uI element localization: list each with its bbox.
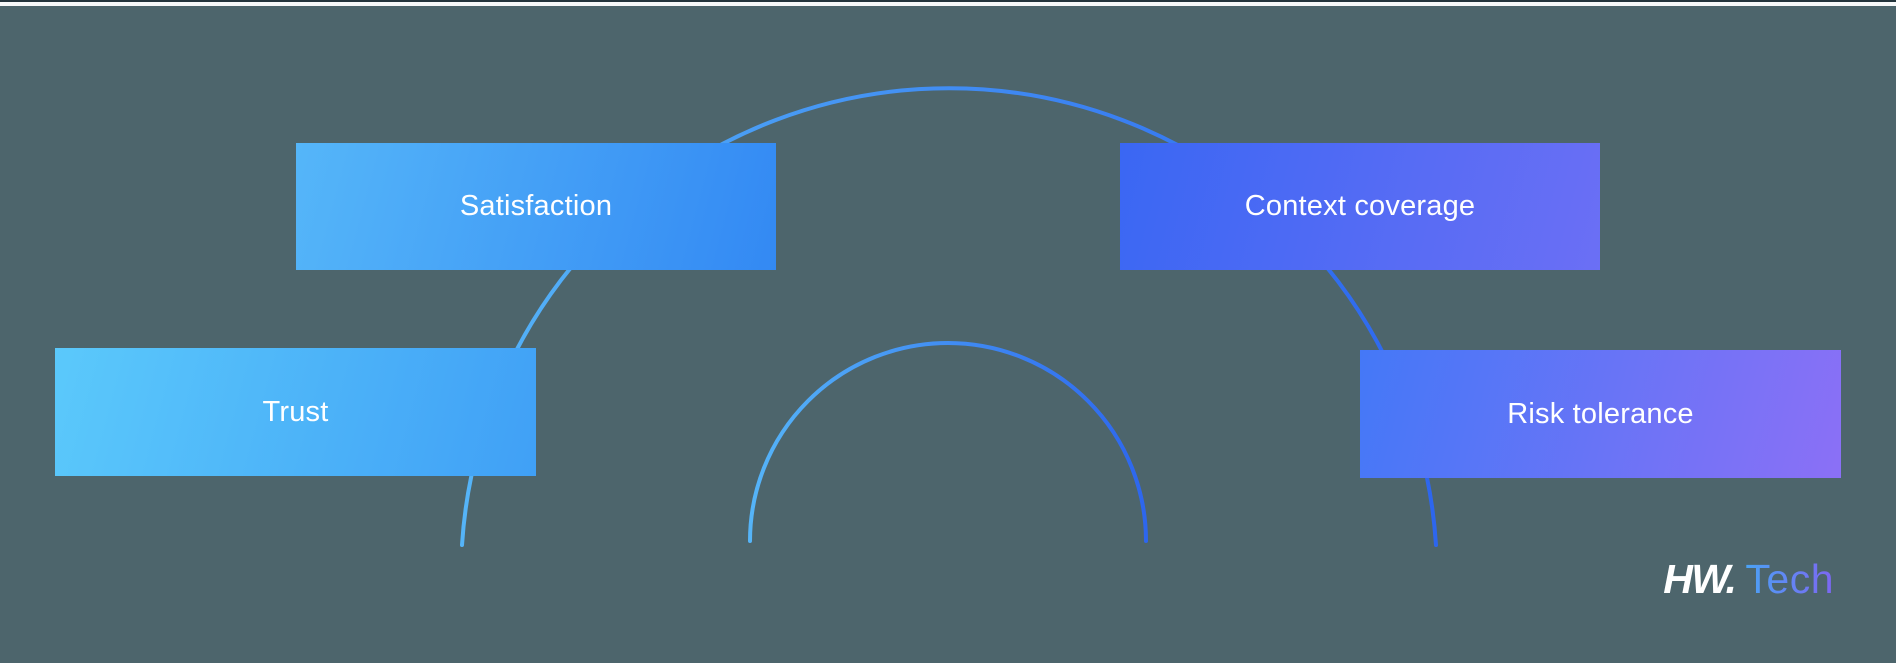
brand-logo: HW. Tech [1663, 556, 1834, 602]
inner-arc [748, 341, 1148, 543]
node-context-coverage: Context coverage [1120, 143, 1600, 270]
node-risk-tolerance: Risk tolerance [1360, 350, 1841, 478]
brand-logo-suffix: Tech [1745, 556, 1834, 602]
node-context-coverage-label: Context coverage [1244, 190, 1476, 222]
node-trust-label: Trust [262, 395, 329, 428]
outer-arc [460, 86, 1438, 547]
node-trust: Trust [55, 348, 536, 476]
top-dark-line [0, 0, 1896, 2]
node-satisfaction-label: Satisfaction [459, 190, 613, 222]
node-satisfaction: Satisfaction [296, 143, 776, 270]
node-risk-tolerance-label: Risk tolerance [1507, 397, 1694, 430]
brand-logo-prefix: HW. [1663, 556, 1737, 602]
top-white-strip [0, 2, 1896, 6]
